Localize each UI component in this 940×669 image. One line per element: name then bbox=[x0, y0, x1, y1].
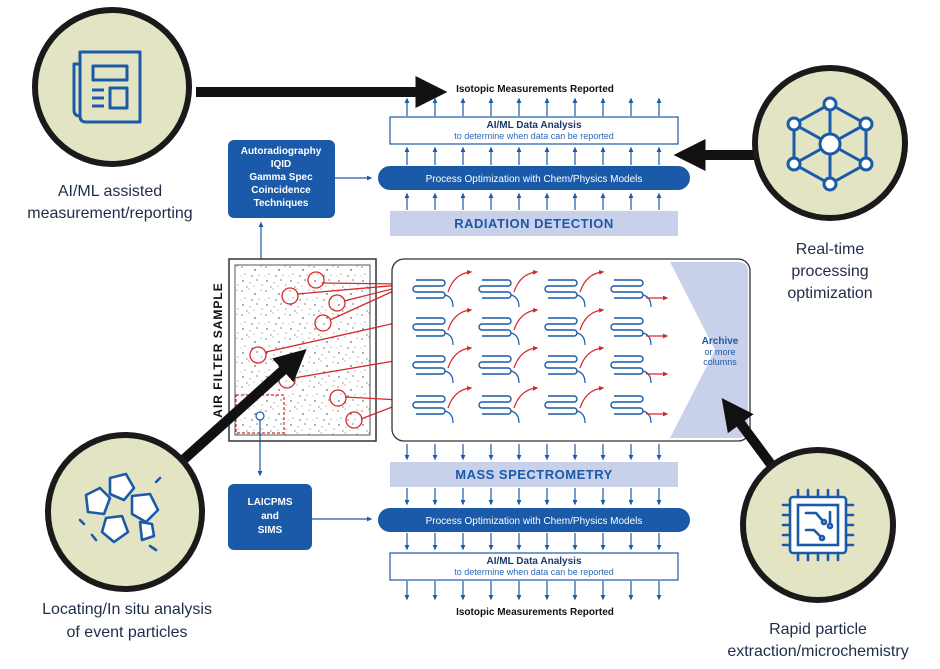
top-ai-box bbox=[389, 116, 679, 145]
top-arrows-row-2 bbox=[404, 146, 662, 165]
laicpms-line-2: and bbox=[261, 511, 279, 522]
document-icon bbox=[72, 50, 142, 124]
column-connector-blue bbox=[576, 294, 586, 308]
column-connector-red bbox=[513, 307, 539, 331]
autoradiography-line-5: Techniques bbox=[254, 198, 309, 209]
caption-bottom-left-2: of event particles bbox=[67, 624, 188, 641]
bottom-arrows-row-1 bbox=[404, 444, 662, 461]
column-connector-red bbox=[579, 269, 605, 293]
bottom-arrows-row-2 bbox=[404, 488, 662, 506]
caption-top-left-2: measurement/reporting bbox=[27, 205, 192, 222]
archive-title: Archive bbox=[702, 336, 739, 347]
bottom-arrows-row-3 bbox=[404, 533, 662, 551]
autoradiography-line-1: Autoradiography bbox=[241, 146, 322, 157]
bottom-arrows-row-4 bbox=[404, 581, 662, 601]
column-grid bbox=[412, 269, 669, 424]
archive-sub-2: columns bbox=[703, 357, 737, 367]
autoradiography-box: Autoradiography IQID Gamma Spec Coincide… bbox=[228, 140, 335, 218]
circle-bottom-left bbox=[45, 432, 205, 592]
caption-bottom-right-2: extraction/microchemistry bbox=[727, 643, 908, 660]
laicpms-box: LAICPMS and SIMS bbox=[228, 484, 312, 550]
column-connector-red bbox=[513, 345, 539, 369]
column-connector-blue bbox=[510, 294, 520, 308]
laicpms-line-1: LAICPMS bbox=[248, 497, 293, 508]
column-connector-blue bbox=[510, 410, 520, 424]
big-arrow-bottom-left bbox=[168, 349, 307, 474]
column-connector-red bbox=[447, 345, 473, 369]
column-connector-blue bbox=[444, 370, 454, 384]
column-connector-blue bbox=[642, 332, 652, 346]
laicpms-line-3: SIMS bbox=[258, 525, 283, 536]
caption-bottom-right-1: Rapid particle bbox=[769, 621, 867, 638]
top-section: Isotopic Measurements Reported AI/ML Dat… bbox=[378, 84, 690, 236]
bottom-ai-subtitle: to determine when data can be reported bbox=[454, 567, 614, 577]
top-arrows-row-3 bbox=[404, 192, 662, 210]
top-isotopic-label: Isotopic Measurements Reported bbox=[456, 84, 614, 95]
bottom-ai-box bbox=[389, 552, 679, 581]
bottom-process-pill bbox=[378, 508, 690, 532]
column-connector-red bbox=[447, 269, 473, 293]
radiation-detection-label: RADIATION DETECTION bbox=[454, 216, 613, 231]
column-connector-blue bbox=[576, 410, 586, 424]
column-connector-blue bbox=[444, 332, 454, 346]
air-filter-sample bbox=[228, 258, 377, 442]
autoradiography-line-4: Coincidence bbox=[251, 185, 311, 196]
particle-transfer-lines bbox=[265, 281, 403, 420]
radiation-detection-band bbox=[390, 211, 678, 236]
column-connector-blue bbox=[576, 332, 586, 346]
circle-top-left bbox=[32, 7, 192, 167]
column-connector-red bbox=[447, 307, 473, 331]
column-connector-blue bbox=[444, 410, 454, 424]
bottom-section: MASS SPECTROMETRY Process Optimization w… bbox=[378, 444, 690, 618]
bottom-ai-title: AI/ML Data Analysis bbox=[486, 556, 581, 567]
particles-icon bbox=[78, 472, 162, 552]
column-connector-red bbox=[447, 385, 473, 409]
top-ai-title: AI/ML Data Analysis bbox=[486, 120, 581, 131]
caption-right-2: processing bbox=[791, 263, 868, 280]
mass-spectrometry-band bbox=[390, 462, 678, 487]
column-connector-blue bbox=[642, 294, 652, 308]
bottom-process-label: Process Optimization with Chem/Physics M… bbox=[426, 516, 643, 527]
top-process-pill bbox=[378, 166, 690, 190]
mass-spectrometry-label: MASS SPECTROMETRY bbox=[455, 467, 613, 482]
caption-right-3: optimization bbox=[787, 285, 872, 302]
column-connector-blue bbox=[510, 370, 520, 384]
column-connector-red bbox=[513, 385, 539, 409]
column-container bbox=[391, 258, 751, 442]
archive-region bbox=[670, 262, 748, 438]
top-process-label: Process Optimization with Chem/Physics M… bbox=[426, 174, 643, 185]
network-icon bbox=[786, 96, 874, 192]
caption-bottom-left-1: Locating/In situ analysis bbox=[42, 601, 212, 618]
column-connector-blue bbox=[444, 294, 454, 308]
column-connector-blue bbox=[576, 370, 586, 384]
column-connector-blue bbox=[642, 370, 652, 384]
circle-right bbox=[752, 65, 908, 221]
air-filter-label: AIR FILTER SAMPLE bbox=[211, 282, 225, 417]
column-connector-red bbox=[579, 385, 605, 409]
column-connector-red bbox=[513, 269, 539, 293]
autoradiography-line-3: Gamma Spec bbox=[249, 172, 313, 183]
bottom-isotopic-label: Isotopic Measurements Reported bbox=[456, 607, 614, 618]
chip-icon bbox=[781, 488, 855, 562]
autoradiography-line-2: IQID bbox=[271, 159, 292, 170]
top-ai-subtitle: to determine when data can be reported bbox=[454, 131, 614, 141]
column-connector-red bbox=[579, 345, 605, 369]
circle-bottom-right bbox=[740, 447, 896, 603]
column-connector-red bbox=[579, 307, 605, 331]
archive-sub-1: or more bbox=[704, 347, 735, 357]
top-isotopic-arrows bbox=[404, 97, 662, 116]
caption-right-1: Real-time bbox=[796, 241, 865, 258]
column-connector-blue bbox=[642, 410, 652, 424]
caption-top-left-1: AI/ML assisted bbox=[58, 183, 162, 200]
column-connector-blue bbox=[510, 332, 520, 346]
